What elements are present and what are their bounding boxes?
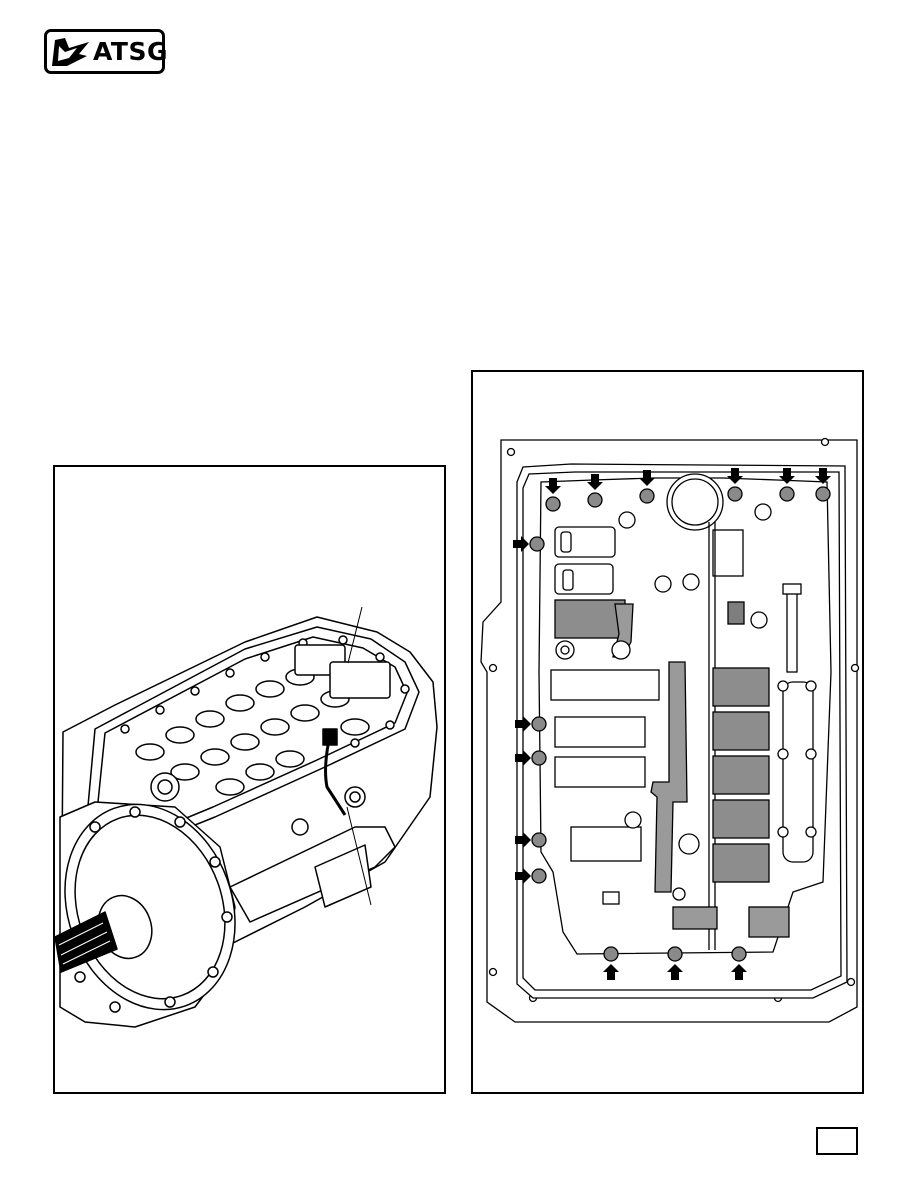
page-number-box [816,1127,858,1155]
logo-text: ATSG [93,37,168,66]
valve-body-bolt-location-illustration [480,437,860,1023]
figure-valve-body-panel [471,370,864,1094]
figure-transmission-panel [53,465,446,1094]
atsg-logo: ATSG [44,29,168,74]
hawk-wing-icon [52,38,89,66]
transmission-valve-body-installed-illustration [55,606,438,1028]
